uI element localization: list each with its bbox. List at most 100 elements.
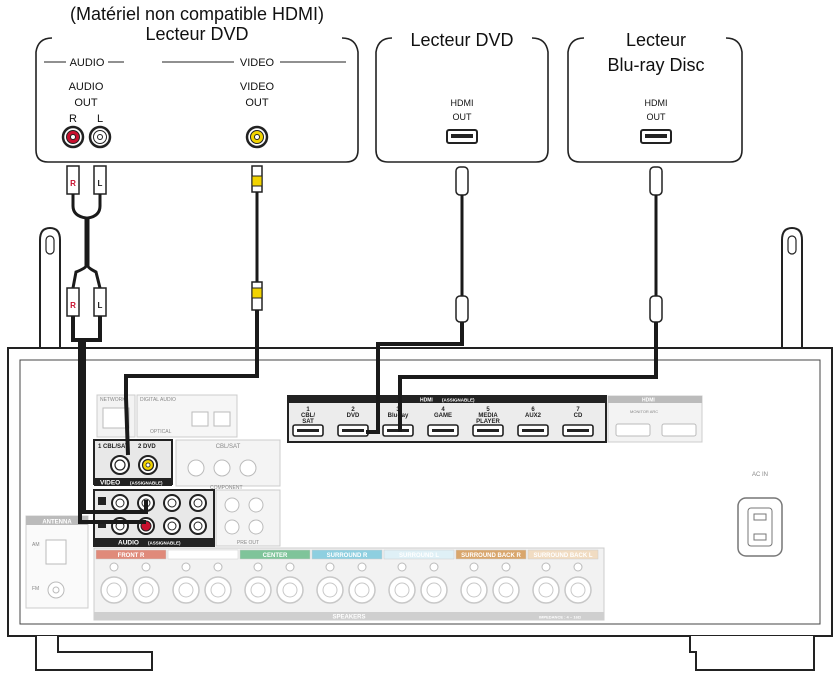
av-receiver: NETWORK DIGITAL AUDIO OPTICAL CBL/SAT CO… bbox=[7, 226, 833, 671]
speaker-polarity-mark bbox=[501, 562, 511, 572]
speaker-binding-post-inner bbox=[106, 582, 122, 598]
speaker-polarity-mark bbox=[181, 562, 191, 572]
dvd-hdmi-title: Lecteur DVD bbox=[410, 30, 513, 50]
hdmi-port-pins bbox=[432, 429, 454, 432]
speaker-polarity-mark bbox=[253, 562, 263, 572]
video-in-1-label: 1 CBL/SAT bbox=[98, 444, 129, 450]
speaker-binding-post-inner bbox=[498, 582, 514, 598]
speaker-zone-header bbox=[95, 549, 167, 560]
speaker-polarity-mark bbox=[541, 562, 551, 572]
cbl-sat-component-label: CBL/SAT bbox=[216, 444, 241, 450]
speaker-zone-header bbox=[311, 549, 383, 560]
speaker-zone-6: SURROUND BACK R bbox=[455, 549, 527, 604]
audio-assignable-label: (ASSIGNABLE) bbox=[148, 541, 181, 546]
hdmi-input-name: CBL/ bbox=[301, 413, 315, 419]
hdmi-cable-bluray bbox=[398, 166, 663, 432]
bluray-hdmi-port bbox=[640, 129, 672, 144]
speaker-zone-label: FRONT R bbox=[118, 553, 145, 559]
video-assignable-label: (ASSIGNABLE) bbox=[130, 481, 163, 486]
speaker-zone-label: SURROUND BACK R bbox=[461, 553, 521, 559]
rca-yellow-jack bbox=[245, 125, 269, 149]
bluray-subtitle: Blu-ray Disc bbox=[607, 55, 704, 75]
rca-white-jack bbox=[88, 125, 112, 149]
speaker-polarity-mark bbox=[357, 562, 367, 572]
hdmi-port-pins bbox=[297, 429, 319, 432]
speaker-binding-post-inner bbox=[354, 582, 370, 598]
speaker-polarity-mark bbox=[285, 562, 295, 572]
dvd-hdmi-port bbox=[446, 129, 478, 144]
speaker-zone-header bbox=[383, 549, 455, 560]
bluray-hdmi-out-sub: OUT bbox=[647, 112, 667, 122]
composite-video-cable bbox=[124, 165, 263, 456]
pre-out-label: PRE OUT bbox=[237, 540, 259, 546]
hdmi-input-number: 6 bbox=[531, 407, 535, 413]
speaker-zone-label: FRONT L bbox=[190, 553, 216, 559]
hdmi-input-number: 2 bbox=[351, 407, 355, 413]
hdmi-input-number: 5 bbox=[486, 407, 490, 413]
cables: R L R L bbox=[66, 165, 663, 524]
bluray-device: Lecteur Blu-ray Disc HDMI OUT bbox=[567, 30, 743, 163]
hdmi-port-pins bbox=[567, 429, 589, 432]
hdmi-input-name: MEDIA bbox=[478, 413, 498, 419]
speaker-polarity-mark bbox=[573, 562, 583, 572]
speaker-zone-header bbox=[239, 549, 311, 560]
hdmi-input-name-line2: PLAYER bbox=[476, 419, 500, 425]
hdmi-assignable-label: (ASSIGNABLE) bbox=[442, 398, 475, 403]
dvd-non-hdmi-title: (Matériel non compatible HDMI) bbox=[70, 4, 324, 24]
dvd-hdmi-out-label: HDMI bbox=[451, 98, 474, 108]
speaker-zone-label: CENTER bbox=[263, 553, 288, 559]
speaker-zone-5: SURROUND L bbox=[383, 549, 455, 604]
speaker-zone-4: SURROUND R bbox=[311, 549, 383, 604]
bluray-hdmi-out-label: HDMI bbox=[645, 98, 668, 108]
hdmi-input-name: AUX2 bbox=[525, 413, 542, 419]
video-group-label: VIDEO bbox=[240, 57, 275, 69]
bluray-title: Lecteur bbox=[626, 30, 686, 50]
receiver-audio-jacks bbox=[111, 494, 207, 535]
speaker-binding-post-inner bbox=[250, 582, 266, 598]
hdmi-input-7: 7CD bbox=[562, 407, 594, 437]
speaker-binding-post-inner bbox=[426, 582, 442, 598]
hdmi-input-number: 7 bbox=[576, 407, 580, 413]
hdmi-input-number: 4 bbox=[441, 407, 445, 413]
speaker-binding-post-inner bbox=[178, 582, 194, 598]
component-label: COMPONENT bbox=[210, 485, 243, 491]
speaker-binding-post-inner bbox=[466, 582, 482, 598]
speaker-zone-header bbox=[527, 549, 599, 560]
hdmi-input-name: DVD bbox=[347, 413, 360, 419]
hdmi-input-number: 1 bbox=[306, 407, 310, 413]
analog-audio-cable: R L R L bbox=[66, 165, 148, 524]
dvd-non-hdmi-device: (Matériel non compatible HDMI) Lecteur D… bbox=[35, 4, 359, 163]
speaker-polarity-mark bbox=[397, 562, 407, 572]
dvd-hdmi-out-sub: OUT bbox=[453, 112, 473, 122]
ac-in-label: AC IN bbox=[752, 472, 768, 478]
right-channel-label: R bbox=[69, 113, 77, 125]
receiver-video-jack-2 bbox=[138, 455, 158, 475]
audio-out-sub: OUT bbox=[74, 97, 98, 109]
antenna-label: ANTENNA bbox=[42, 520, 72, 526]
network-label: NETWORK bbox=[100, 397, 126, 403]
audio-out-label: AUDIO bbox=[69, 81, 104, 93]
audio-group-label: AUDIO bbox=[70, 57, 105, 69]
dvd-hdmi-device: Lecteur DVD HDMI OUT bbox=[375, 30, 549, 163]
speaker-zone-7: SURROUND BACK L bbox=[527, 549, 599, 604]
video-in-2-label: 2 DVD bbox=[138, 444, 156, 450]
speaker-binding-post-inner bbox=[210, 582, 226, 598]
speaker-binding-post-inner bbox=[282, 582, 298, 598]
monitor-arc-label: MONITOR ARC bbox=[630, 409, 658, 414]
ac-power-inlet bbox=[737, 497, 783, 557]
speaker-polarity-mark bbox=[325, 562, 335, 572]
audio-plug-l-mark-lower: L bbox=[98, 301, 103, 310]
speaker-binding-post-inner bbox=[538, 582, 554, 598]
speaker-zone-3: CENTER bbox=[239, 549, 311, 604]
video-out-label: VIDEO bbox=[240, 81, 275, 93]
receiver-video-jack-1 bbox=[110, 455, 130, 475]
speaker-polarity-mark bbox=[109, 562, 119, 572]
hdmi-input-name: CD bbox=[574, 413, 583, 419]
